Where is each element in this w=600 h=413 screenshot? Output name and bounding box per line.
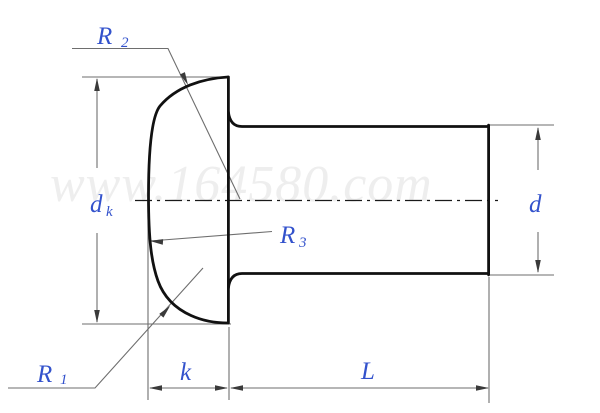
rivet-shank-top <box>227 110 490 128</box>
arrowhead-L-right <box>476 385 489 391</box>
arrowhead-L-left <box>230 385 243 391</box>
arrowhead-r2 <box>179 72 188 85</box>
leader-lines <box>8 47 273 389</box>
leader-line-r2 <box>72 47 241 200</box>
head-radius-label-r2: R <box>96 23 112 50</box>
arrowhead-r3 <box>150 239 164 245</box>
arrowhead-dk-down <box>94 310 100 323</box>
head-diameter-sub-dk: k <box>106 204 113 220</box>
arrowhead-k-left <box>149 385 162 391</box>
rivet-outline <box>147 75 491 325</box>
watermark-text: www.164580.com <box>50 156 433 213</box>
leader-line-r1 <box>8 267 204 389</box>
dimension-labels: R 2 R 1 R 3 d k d k L <box>36 23 542 388</box>
leader-line-r3 <box>149 230 273 242</box>
side-radius-sub-r3: 3 <box>298 235 307 251</box>
arrowhead-k-right <box>215 385 228 391</box>
extension-lines <box>82 76 554 403</box>
underhead-radius-sub-r1: 1 <box>60 372 68 388</box>
shank-diameter-label-d: d <box>529 191 542 218</box>
head-radius-sub-r2: 2 <box>121 35 129 51</box>
rivet-head-crown <box>147 75 230 325</box>
arrowhead-dk-up <box>94 78 100 91</box>
side-radius-label-r3: R <box>279 222 295 249</box>
rivet-shank-bottom <box>227 272 490 290</box>
arrowhead-d-up <box>535 127 541 140</box>
head-diameter-label-dk: d <box>90 191 103 218</box>
arrowhead-r1 <box>159 306 170 318</box>
shank-length-label-L: L <box>360 358 375 385</box>
arrowheads <box>94 72 541 391</box>
head-height-label-k: k <box>180 359 192 386</box>
arrowhead-d-down <box>535 260 541 273</box>
underhead-radius-label-r1: R <box>36 361 52 388</box>
